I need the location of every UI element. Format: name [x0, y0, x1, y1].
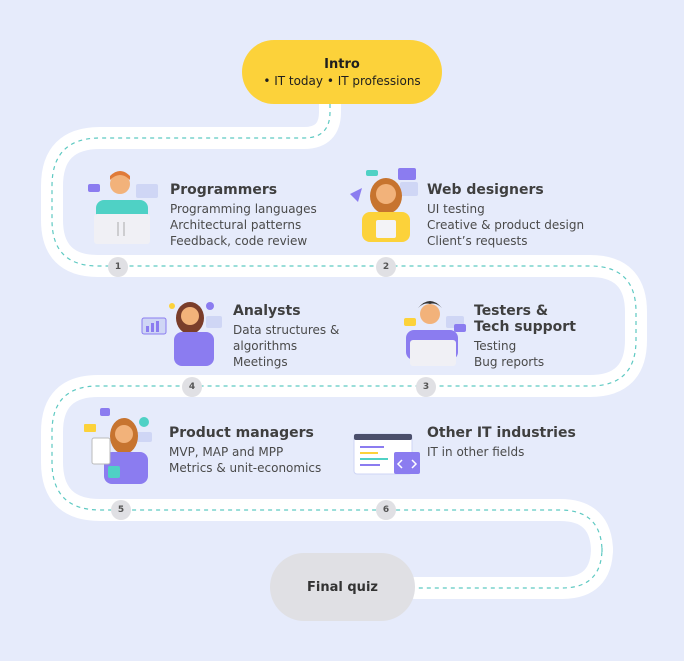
step-line: Testing [474, 339, 517, 353]
intro-title: Intro [324, 56, 360, 72]
step-line: Data structures & [233, 323, 340, 337]
step-number-1: 1 [108, 257, 128, 277]
step-title: Web designers [427, 182, 544, 198]
step-title: Other IT industries [427, 425, 576, 441]
step-line: Creative & product design [427, 218, 585, 232]
step-line: Metrics & unit-economics [169, 461, 322, 475]
step-number-5: 5 [111, 500, 131, 520]
intro-pill: Intro • IT today • IT professions [242, 40, 442, 104]
step-title: Analysts [233, 303, 301, 319]
step-title: Programmers [170, 182, 278, 198]
analyst-illustration [141, 302, 222, 366]
step-testers: Testers & Tech support Testing Bug repor… [474, 303, 576, 370]
product-manager-illustration [84, 408, 152, 484]
step-title: Testers & Tech support [474, 303, 576, 335]
step-programmers: Programmers Programming languages Archit… [170, 182, 317, 249]
step-web-designers: Web designers UI testing Creative & prod… [427, 182, 584, 249]
step-line: Programming languages [170, 202, 317, 216]
step-number-6: 6 [376, 500, 396, 520]
step-other-industries: Other IT industries IT in other fields [427, 425, 576, 460]
step-number-3: 3 [416, 377, 436, 397]
step-line: Meetings [233, 355, 288, 369]
step-number-4: 4 [182, 377, 202, 397]
step-line: Client’s requests [427, 234, 528, 248]
step-line: Feedback, code review [170, 234, 308, 248]
step-product-managers: Product managers MVP, MAP and MPP Metric… [169, 425, 321, 476]
step-line: Bug reports [474, 355, 545, 369]
final-quiz-title: Final quiz [307, 579, 378, 595]
intro-subtitle: • IT today • IT professions [263, 73, 421, 88]
step-analysts: Analysts Data structures & algorithms Me… [233, 303, 339, 370]
step-line: MVP, MAP and MPP [169, 445, 284, 459]
programmer-illustration [88, 171, 158, 244]
road-dash [51, 104, 637, 589]
web-designer-illustration [350, 168, 418, 242]
step-title: Product managers [169, 425, 314, 441]
code-window-illustration [353, 433, 420, 475]
step-line: Architectural patterns [170, 218, 302, 232]
step-line: IT in other fields [427, 445, 525, 459]
final-quiz-pill: Final quiz [270, 553, 415, 621]
step-line: UI testing [427, 202, 485, 216]
step-line: algorithms [233, 339, 298, 353]
tester-illustration [404, 301, 466, 366]
step-number-2: 2 [376, 257, 396, 277]
